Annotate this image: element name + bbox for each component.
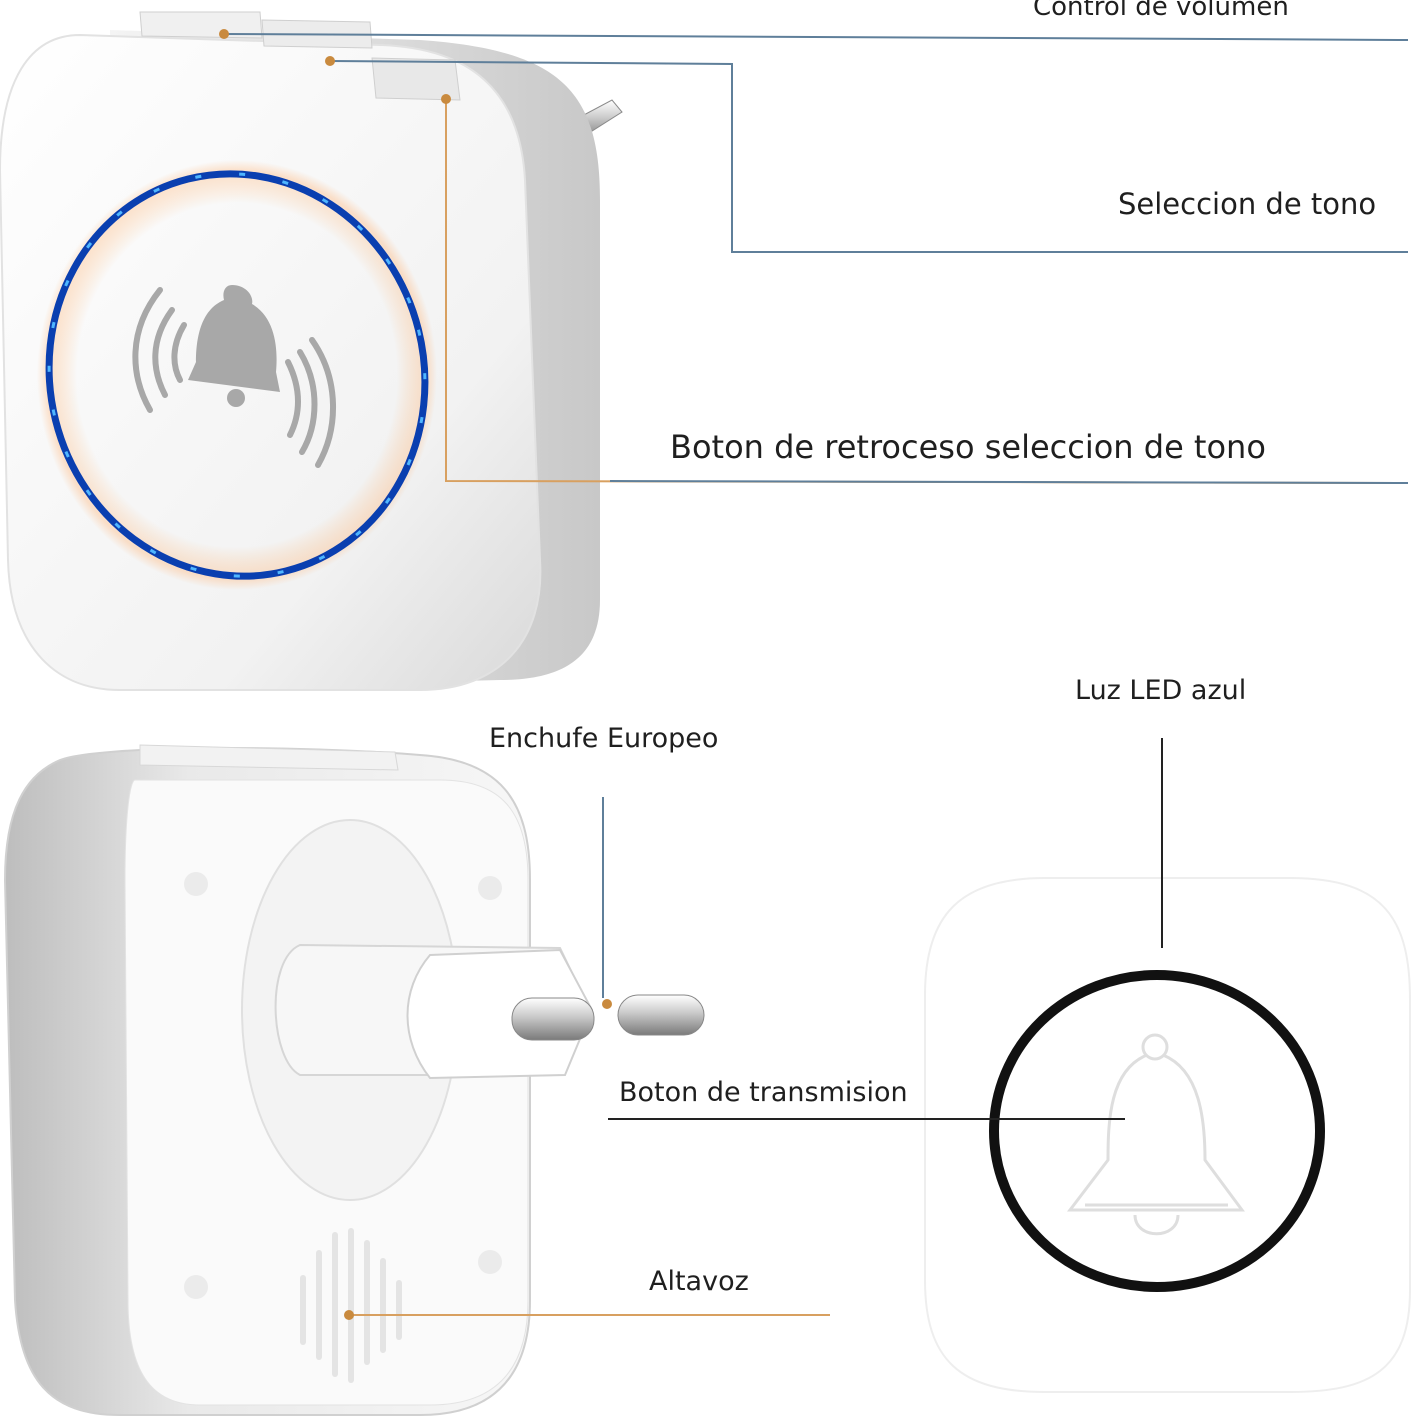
dot-tone	[325, 56, 335, 66]
dot-tone-back	[441, 94, 451, 104]
label-euro-plug: Enchufe Europeo	[489, 723, 719, 754]
label-tone-selection: Seleccion de tono	[1118, 187, 1377, 221]
bell-icon	[188, 285, 280, 407]
led-sparkles	[47, 172, 427, 578]
plug-pin-right	[617, 994, 705, 1036]
label-speaker: Altavoz	[649, 1266, 749, 1297]
transmitter-ring	[989, 970, 1325, 1292]
mount-holes	[184, 872, 502, 1299]
leader-lines	[223, 33, 1409, 1316]
speaker-grille	[300, 1228, 402, 1383]
dot-speaker	[344, 1310, 354, 1320]
leader-volume	[223, 33, 1409, 41]
receiver-top-edge	[139, 744, 399, 771]
volume-button	[139, 11, 263, 39]
euro-plug-tip	[406, 948, 594, 1080]
label-volume-control: Control de volumen	[1033, 0, 1289, 22]
receiver-front-device	[0, 11, 623, 691]
dot-volume	[219, 29, 229, 39]
label-tone-back-button: Boton de retroceso seleccion de tono	[670, 428, 1266, 466]
leader-dots	[219, 29, 612, 1320]
transmitter-bell-icon	[1066, 1033, 1245, 1236]
tone-back-button	[371, 57, 461, 101]
transmitter-button-device	[924, 877, 1411, 1393]
plug-pin-left	[511, 997, 595, 1041]
leader-tone-back	[609, 480, 1409, 484]
dot-plug	[602, 999, 612, 1009]
label-blue-led: Luz LED azul	[1075, 675, 1247, 706]
receiver-back-device	[3, 744, 705, 1416]
label-transmit-button: Boton de transmision	[619, 1077, 908, 1108]
leader-tone	[329, 60, 1408, 253]
sound-waves-icon	[132, 287, 336, 468]
